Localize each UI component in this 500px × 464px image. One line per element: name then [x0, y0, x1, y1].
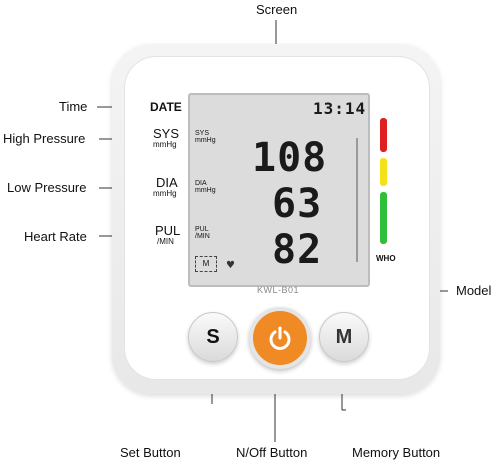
- lcd-dia-label: DIA mmHg: [195, 180, 216, 195]
- lcd-time: 13:14: [313, 99, 367, 118]
- dia-label: DIA: [156, 175, 178, 190]
- callout-memory-button: Memory Button: [352, 445, 441, 460]
- callout-heart-rate: Heart Rate: [24, 229, 87, 244]
- lcd-pul-unit-text: /MIN: [195, 233, 210, 241]
- model-text: KWL-B01: [257, 285, 300, 295]
- dia-unit-label: mmHg: [153, 189, 177, 198]
- callout-set-button: Set Button: [120, 445, 181, 460]
- lcd-scale-bracket: [356, 138, 358, 262]
- sys-unit-label: mmHg: [153, 140, 177, 149]
- who-green-bar: [380, 192, 387, 244]
- heart-icon: ♥: [226, 260, 235, 271]
- who-red-bar: [380, 118, 387, 152]
- lcd-sys-unit-text: mmHg: [195, 137, 216, 145]
- pul-label: PUL: [155, 223, 181, 238]
- lcd-memory-symbol: M: [195, 256, 217, 272]
- who-label: WHO: [376, 254, 396, 263]
- sys-label: SYS: [153, 126, 180, 141]
- lcd-sys-label: SYS mmHg: [195, 130, 216, 145]
- power-button[interactable]: [249, 307, 311, 369]
- memory-button-label: M: [335, 325, 353, 348]
- lcd-pul-label: PUL /MIN: [195, 226, 210, 241]
- lcd-memory-symbol-text: M: [202, 259, 210, 268]
- set-button-label: S: [206, 325, 220, 348]
- set-button[interactable]: S: [188, 312, 238, 362]
- callout-high-pressure: High Pressure: [3, 131, 86, 146]
- pul-unit-label: /MIN: [157, 237, 174, 246]
- lcd-dia-unit-text: mmHg: [195, 187, 216, 195]
- lcd-pul-label-text: PUL: [195, 226, 209, 233]
- callout-time: Time: [59, 99, 88, 114]
- callout-low-pressure: Low Pressure: [7, 180, 87, 195]
- lcd-diastolic-value: 63: [272, 181, 323, 227]
- date-label: DATE: [150, 100, 182, 114]
- lcd-systolic-value: 108: [252, 135, 328, 181]
- lcd-screen: [188, 93, 370, 287]
- lcd-dia-label-text: DIA: [195, 180, 207, 187]
- memory-button[interactable]: M: [319, 312, 369, 362]
- callout-screen: Screen: [256, 2, 298, 17]
- lcd-sys-label-text: SYS: [195, 130, 210, 137]
- callout-on-off-button: N/Off Button: [236, 445, 308, 460]
- who-yellow-bar: [380, 158, 387, 186]
- lcd-pulse-value: 82: [272, 227, 323, 273]
- power-icon: [269, 326, 291, 350]
- callout-model: Model: [456, 283, 492, 298]
